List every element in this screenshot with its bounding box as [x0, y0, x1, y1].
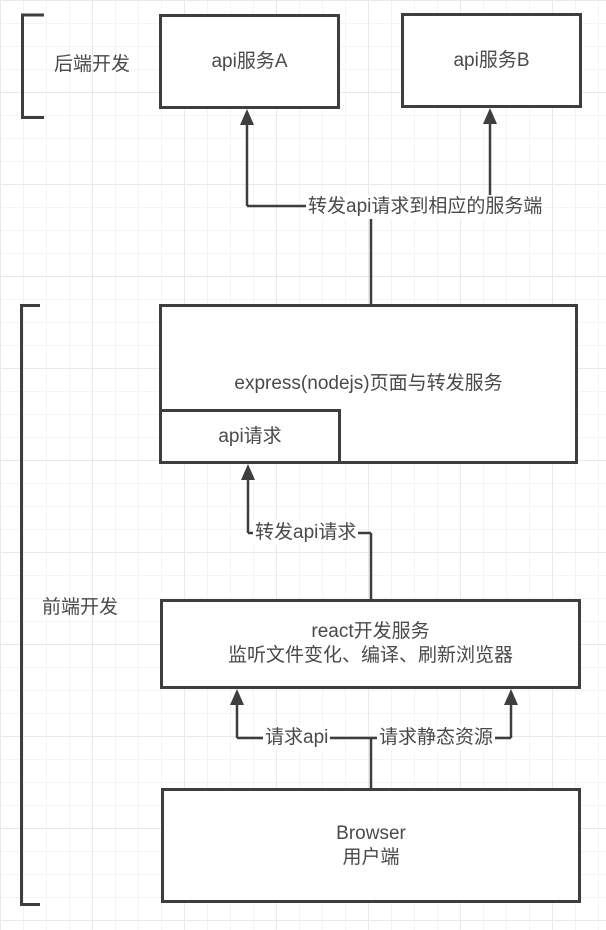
node-react-dev-server-title: react开发服务	[311, 621, 430, 642]
edge-label-forward-api: 转发api请求	[253, 521, 359, 545]
frontend-group-bracket	[20, 304, 40, 906]
backend-group-label: 后端开发	[54, 54, 131, 75]
backend-group-bracket	[21, 13, 44, 119]
node-api-service-a-label: api服务A	[211, 50, 288, 72]
frontend-group-label: 前端开发	[42, 597, 119, 618]
node-react-dev-server: react开发服务 监听文件变化、编译、刷新浏览器	[160, 599, 581, 689]
edge-label-forward-to-services: 转发api请求到相应的服务端	[306, 195, 545, 219]
arrowhead-request-api	[230, 689, 244, 705]
node-browser-title: Browser	[336, 822, 406, 844]
arrowhead-to-api-request	[241, 464, 255, 480]
node-express-server-label: express(nodejs)页面与转发服务	[234, 373, 503, 394]
arrowhead-to-api-a	[240, 109, 254, 125]
node-api-service-b: api服务B	[401, 13, 582, 108]
arrowhead-to-api-b	[483, 108, 497, 124]
arrowhead-request-static	[504, 689, 518, 705]
edge-label-request-static: 请求静态资源	[377, 726, 496, 750]
node-api-request: api请求	[159, 409, 341, 464]
node-react-dev-server-subtitle: 监听文件变化、编译、刷新浏览器	[227, 645, 513, 666]
edge-label-request-api: 请求api	[263, 726, 331, 750]
node-browser-subtitle: 用户端	[342, 846, 400, 868]
node-api-service-b-label: api服务B	[453, 49, 530, 71]
node-browser: Browser 用户端	[161, 788, 581, 903]
node-api-request-label: api请求	[218, 425, 282, 447]
node-api-service-a: api服务A	[159, 14, 340, 109]
